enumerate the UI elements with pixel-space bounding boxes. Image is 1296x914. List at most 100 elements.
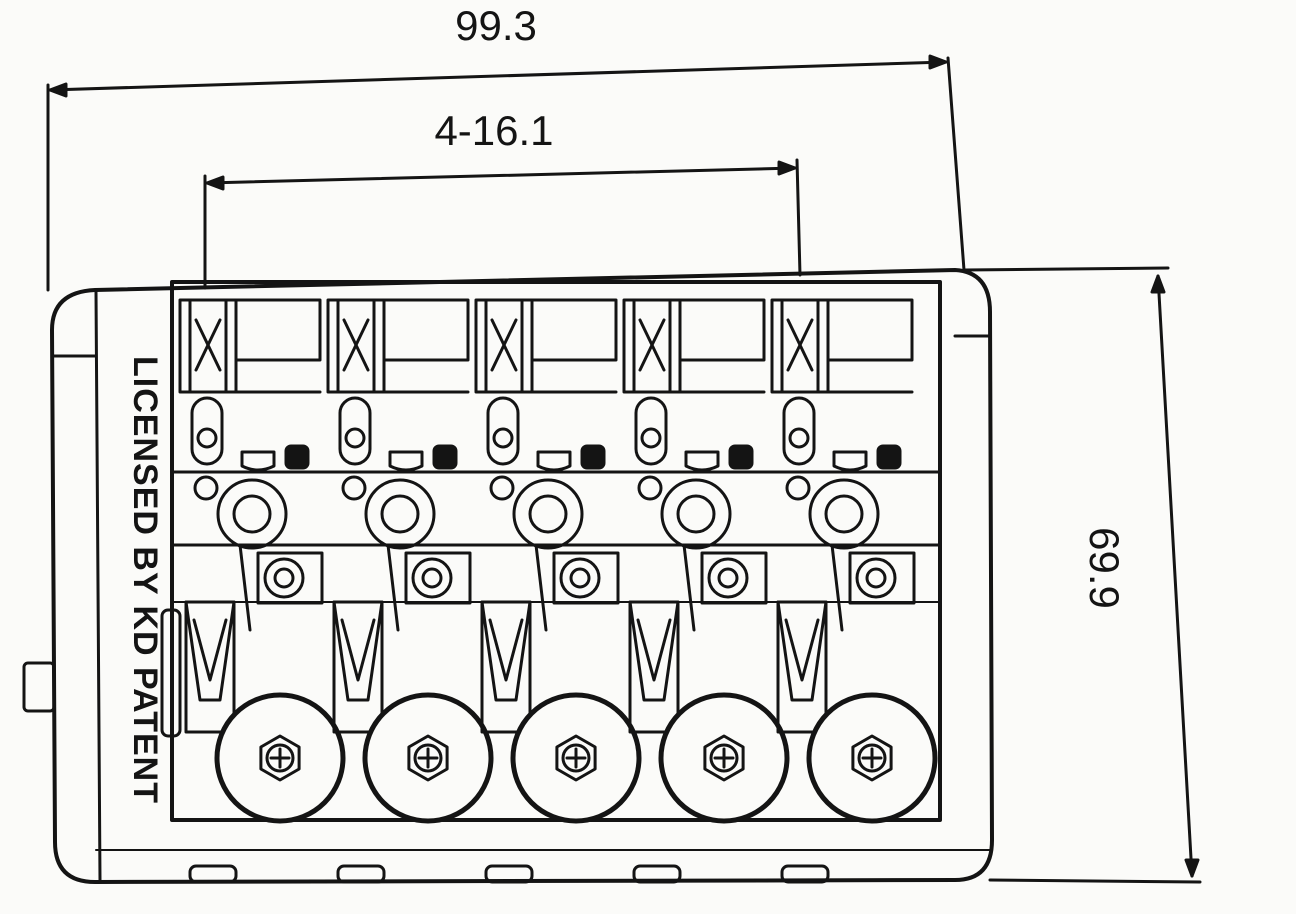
saddle-1 [178, 298, 346, 824]
lock-screw-block [256, 551, 324, 605]
saddle-ring-inner [380, 494, 420, 534]
lock-screw-block [700, 551, 768, 605]
overall-length-dimension: 69.9 [963, 266, 1202, 884]
length-extension-bottom [988, 878, 1202, 884]
length-arrow-bottom [1184, 858, 1200, 878]
bottom-tab [632, 864, 682, 884]
intonation-slot [782, 396, 816, 466]
saddle-small-hole [637, 475, 663, 501]
saddle-small-hole [785, 475, 811, 501]
saddle-roller-x [786, 318, 814, 372]
saddle-small-hole [341, 475, 367, 501]
saddle-roller-x [490, 318, 518, 372]
height-screw-dark [876, 444, 902, 470]
saddle-2 [326, 298, 494, 824]
string-spacing-dimension: 4-16.1 [203, 107, 802, 290]
saddle-ring-outer [512, 478, 584, 550]
overall-width-dimension: 99.3 [46, 2, 966, 292]
mounting-screw-core [265, 743, 295, 773]
saddle-top-plate [826, 298, 914, 362]
lock-screw-outer [411, 557, 453, 599]
saddle-3 [474, 298, 642, 824]
bottom-tab [336, 864, 386, 884]
saddle-leg [238, 543, 252, 632]
height-screw-head [240, 450, 276, 472]
mounting-screw-cross [417, 747, 439, 769]
height-screw-dark [728, 444, 754, 470]
height-screw-dark [580, 444, 606, 470]
mounting-screw-cross [713, 747, 735, 769]
intonation-slot [486, 396, 520, 466]
spacing-dimension-line [205, 166, 797, 185]
mounting-screw-hex [851, 734, 893, 782]
mounting-screw-cross [861, 747, 883, 769]
length-extension-top [963, 266, 1170, 272]
saddle-roller-x [194, 318, 222, 372]
width-dimension-line [48, 60, 948, 92]
saddle-base-slot [776, 600, 828, 734]
height-screw-dark [284, 444, 310, 470]
saddle-top-plate [382, 298, 470, 362]
height-screw-head [536, 450, 572, 472]
saddle-ring-outer [808, 478, 880, 550]
saddle-small-hole [193, 475, 219, 501]
bottom-tab [780, 864, 830, 884]
mounting-screw-hex [407, 734, 449, 782]
saddle-ring-inner [824, 494, 864, 534]
lock-screw-outer [855, 557, 897, 599]
license-text: LICENSED BY KD PATENT [126, 356, 164, 804]
lock-screw-outer [559, 557, 601, 599]
intonation-slot [190, 396, 224, 466]
height-screw-head [388, 450, 424, 472]
saddle-ring-outer [660, 478, 732, 550]
mounting-screw-core [857, 743, 887, 773]
saddle-base-slot [184, 600, 236, 734]
lock-screw-inner [273, 567, 295, 589]
height-screw-dark [432, 444, 458, 470]
saddle-v-inner [340, 618, 376, 682]
saddle-v-groove [184, 600, 236, 702]
saddle-top-plate [234, 298, 322, 362]
intonation-slot [338, 396, 372, 466]
mounting-screw-core [413, 743, 443, 773]
overall-length-label: 69.9 [1081, 527, 1128, 609]
lock-screw-block [552, 551, 620, 605]
lock-screw-inner [865, 567, 887, 589]
saddle-v-groove [628, 600, 680, 702]
saddle-v-inner [784, 618, 820, 682]
saddle-ring-inner [528, 494, 568, 534]
bottom-tab [188, 864, 238, 884]
saddle-leg [682, 543, 696, 632]
saddle-ring-inner [232, 494, 272, 534]
saddle-top-plate [678, 298, 766, 362]
saddle-ring-inner [676, 494, 716, 534]
lock-screw-outer [707, 557, 749, 599]
lock-screw-block [404, 551, 472, 605]
length-dimension-line [1156, 274, 1194, 878]
saddle-base-slot [628, 600, 680, 734]
spacing-extension-right [795, 158, 802, 277]
saddle-v-groove [480, 600, 532, 702]
length-arrow-top [1150, 274, 1166, 294]
intonation-hole [344, 427, 366, 449]
intonation-hole [196, 427, 218, 449]
lock-screw-outer [263, 557, 305, 599]
saddle-base-slot [332, 600, 384, 734]
bottom-tabs [188, 864, 830, 884]
lock-screw-inner [569, 567, 591, 589]
base-plate-outline [50, 268, 994, 884]
saddle-4 [622, 298, 790, 824]
string-spacing-label: 4-16.1 [434, 107, 553, 154]
saddle-ring-outer [216, 478, 288, 550]
saddle-v-inner [636, 618, 672, 682]
lock-screw-inner [717, 567, 739, 589]
width-extension-right [946, 56, 966, 272]
intonation-hole [788, 427, 810, 449]
saddle-top-plate [530, 298, 618, 362]
lock-screw-block [848, 551, 916, 605]
mounting-screw-core [709, 743, 739, 773]
height-screw-head [832, 450, 868, 472]
intonation-slot [634, 396, 668, 466]
